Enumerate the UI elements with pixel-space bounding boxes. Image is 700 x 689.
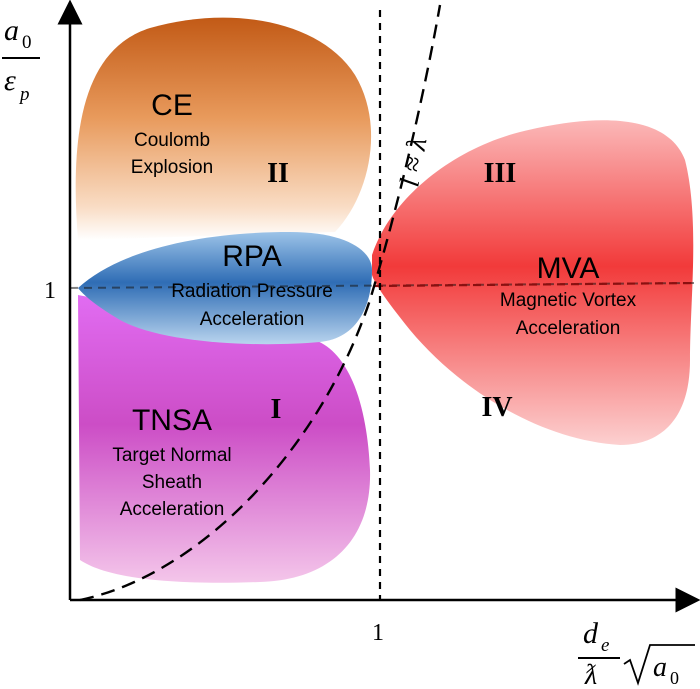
x-tick-label: 1	[372, 620, 384, 646]
region-numeral-i: I	[271, 394, 282, 425]
svg-text:ε: ε	[4, 64, 16, 97]
x-axis-label: d e ƛ a 0	[578, 617, 695, 689]
region-numeral-ii: II	[267, 158, 289, 189]
svg-text:d: d	[583, 617, 599, 650]
tnsa-line1: Target Normal	[112, 445, 231, 466]
svg-text:p: p	[18, 84, 30, 105]
svg-text:0: 0	[670, 668, 679, 688]
tnsa-region	[78, 295, 371, 583]
region-numeral-iii: III	[484, 158, 517, 189]
mva-region	[372, 120, 694, 445]
ce-line1: Coulomb	[134, 130, 210, 151]
svg-text:ƛ: ƛ	[584, 660, 597, 689]
mva-line2: Acceleration	[516, 318, 621, 339]
ce-region	[75, 17, 372, 240]
l-approx-lambda-curve	[79, 4, 442, 602]
ce-abbreviation: CE	[151, 89, 193, 122]
rpa-region	[78, 232, 372, 345]
svg-text:0: 0	[22, 32, 32, 53]
rpa-line1: Radiation Pressure	[171, 281, 333, 302]
mva-line1: Magnetic Vortex	[500, 290, 637, 311]
tnsa-line3: Acceleration	[120, 499, 225, 520]
mva-abbreviation: MVA	[537, 252, 600, 285]
ce-line2: Explosion	[131, 157, 213, 178]
y-axis-label: a 0 ε p	[2, 14, 40, 105]
y-tick-label: 1	[44, 278, 56, 304]
svg-text:a: a	[653, 652, 667, 683]
tnsa-abbreviation: TNSA	[132, 404, 212, 437]
rpa-line2: Acceleration	[200, 309, 305, 330]
rpa-abbreviation: RPA	[222, 240, 281, 273]
svg-text:e: e	[601, 635, 609, 656]
mva-dashed-line	[374, 281, 696, 288]
svg-text:a: a	[4, 14, 19, 47]
tnsa-line2: Sheath	[142, 472, 202, 493]
region-numeral-iv: IV	[481, 392, 512, 423]
